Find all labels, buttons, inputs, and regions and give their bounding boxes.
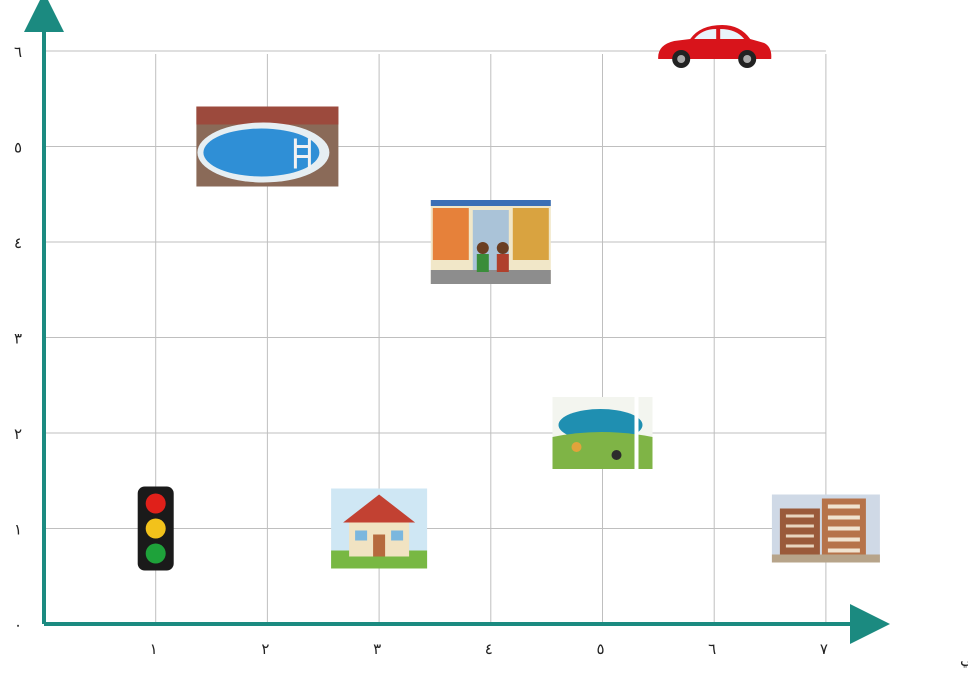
x-axis-title: المحور الأفقي [960, 650, 968, 668]
x-tick-label: ١ [150, 640, 158, 658]
traffic-light-icon [137, 486, 174, 571]
y-tick-label: ٦ [14, 43, 22, 61]
y-tick-label: ١ [14, 521, 22, 539]
y-tick-label: ٥ [14, 139, 22, 157]
x-tick-label: ٢ [261, 640, 269, 658]
x-tick-label: ٦ [708, 640, 716, 658]
x-tick-label: ٣ [373, 640, 381, 658]
x-tick-label: ٥ [596, 640, 604, 658]
y-tick-label: ٠ [14, 616, 22, 634]
y-tick-label: ٤ [14, 234, 22, 252]
house-icon [331, 488, 428, 569]
apartment-building-icon [771, 494, 880, 563]
axes [24, 0, 890, 644]
y-tick-label: ٣ [14, 330, 22, 348]
shop-icon [430, 200, 551, 284]
tick-labels: ١ ٢ ٣ ٤ ٥ ٦ ٧ ٠ ١ ٢ ٣ ٤ ٥ ٦ [14, 43, 828, 658]
x-tick-label: ٤ [485, 640, 493, 658]
swimming-pool-icon [196, 106, 339, 187]
stadium-icon [552, 397, 653, 469]
x-tick-label: ٧ [820, 640, 828, 658]
data-points [137, 25, 880, 571]
y-tick-label: ٢ [14, 425, 22, 443]
car-icon [658, 25, 772, 68]
